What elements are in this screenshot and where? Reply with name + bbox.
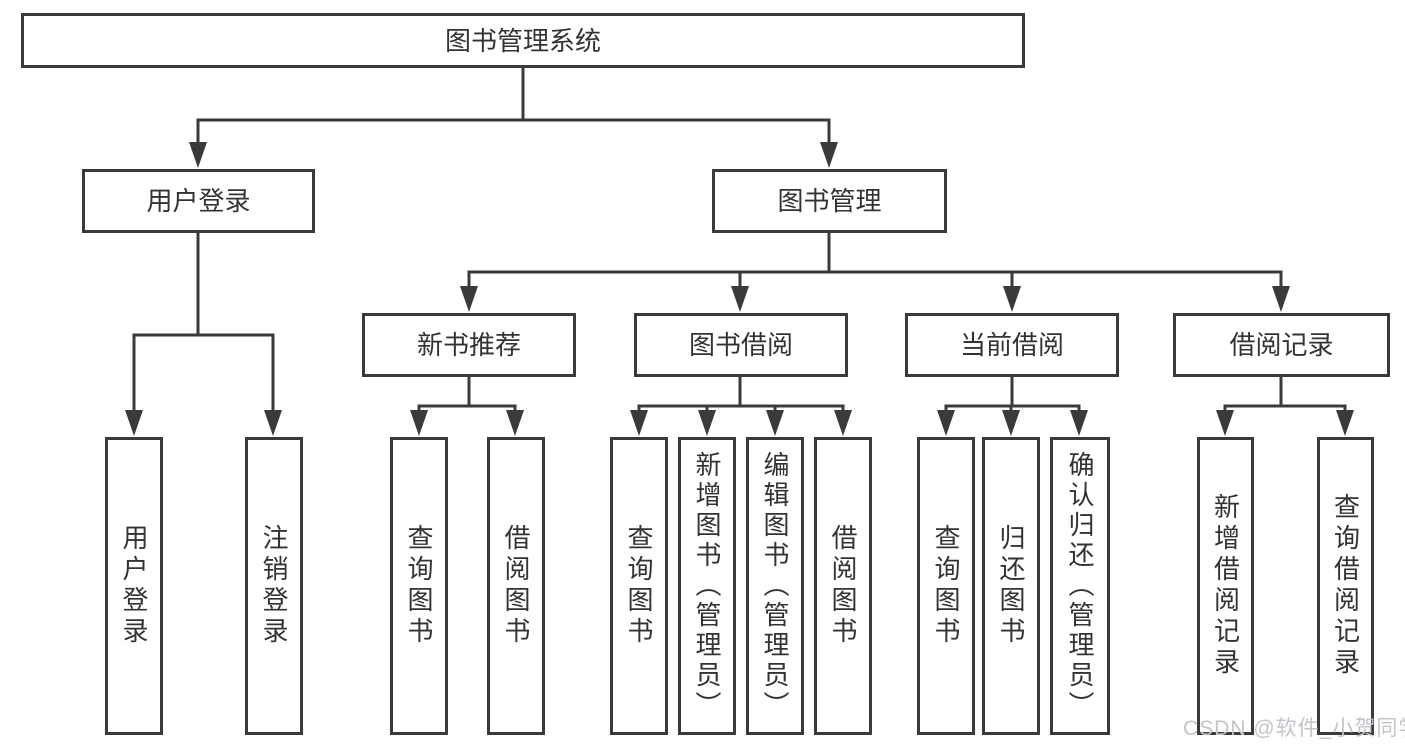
node-current-borrow: 当前借阅 <box>905 313 1119 377</box>
arrow-down-icon <box>410 410 428 436</box>
leaf-label: 确认归还（管理员） <box>1065 451 1095 721</box>
connector-line <box>417 375 517 418</box>
leaf-label: 新增图书（管理员） <box>692 451 722 721</box>
node-label: 图书管理 <box>777 186 882 216</box>
leaf-label: 查询图书 <box>931 524 961 648</box>
leaf-label: 查询图书 <box>404 524 434 648</box>
arrow-down-icon <box>460 286 478 312</box>
arrow-down-icon <box>937 410 955 436</box>
node-book-borrow: 图书借阅 <box>634 313 848 377</box>
arrow-down-icon <box>630 410 648 436</box>
leaf-borrow-books-recommend: 借阅图书 <box>487 437 545 735</box>
leaf-add-borrow-record: 新增借阅记录 <box>1197 437 1254 735</box>
node-label: 新书推荐 <box>416 330 521 360</box>
leaf-query-borrow-record: 查询借阅记录 <box>1317 437 1374 735</box>
node-user-login: 用户登录 <box>82 169 315 233</box>
leaf-query-books-recommend: 查询图书 <box>390 437 448 735</box>
csdn-watermark: CSDN @软件_小贺同学 <box>1183 717 1405 740</box>
node-label: 当前借阅 <box>959 330 1064 360</box>
arrow-down-icon <box>1002 410 1020 436</box>
arrow-down-icon <box>125 410 143 436</box>
arrow-down-icon <box>834 410 852 436</box>
leaf-label: 借阅图书 <box>501 524 531 648</box>
node-new-book-recommend: 新书推荐 <box>362 313 576 377</box>
connector-line <box>944 375 1081 418</box>
leaf-logout: 注销登录 <box>245 437 303 735</box>
arrow-down-icon <box>1003 286 1021 312</box>
leaf-label: 查询借阅记录 <box>1330 493 1361 679</box>
arrow-down-icon <box>698 410 716 436</box>
arrow-down-icon <box>1070 410 1088 436</box>
leaf-add-books-admin: 新增图书（管理员） <box>678 437 736 735</box>
connector-line <box>467 231 1283 294</box>
leaf-label: 新增借阅记录 <box>1210 493 1241 679</box>
leaf-label: 用户登录 <box>119 524 149 648</box>
leaf-label: 编辑图书（管理员） <box>760 451 790 721</box>
arrow-down-icon <box>1336 410 1354 436</box>
arrow-down-icon <box>731 286 749 312</box>
node-label: 借阅记录 <box>1229 330 1334 360</box>
leaf-query-books-current: 查询图书 <box>917 437 975 735</box>
arrow-down-icon <box>766 410 784 436</box>
leaf-label: 归还图书 <box>996 524 1026 648</box>
arrow-down-icon <box>506 410 524 436</box>
leaf-borrow-books: 借阅图书 <box>814 437 872 735</box>
node-label: 图书借阅 <box>688 330 793 360</box>
arrow-down-icon <box>1216 410 1234 436</box>
node-label: 用户登录 <box>146 186 251 216</box>
leaf-user-login: 用户登录 <box>105 437 163 735</box>
leaf-label: 查询图书 <box>624 524 654 648</box>
node-book-management: 图书管理 <box>712 169 947 233</box>
node-library-management-system: 图书管理系统 <box>21 13 1025 68</box>
leaf-query-books-borrow: 查询图书 <box>610 437 668 735</box>
arrow-down-icon <box>264 410 282 436</box>
arrow-down-icon <box>1272 286 1290 312</box>
node-borrow-records: 借阅记录 <box>1173 313 1390 377</box>
leaf-confirm-return-admin: 确认归还（管理员） <box>1050 437 1110 735</box>
connector-line <box>196 66 831 150</box>
connector-line <box>132 231 275 418</box>
arrow-down-icon <box>820 142 838 168</box>
node-label: 图书管理系统 <box>444 25 601 56</box>
connector-line <box>1223 375 1347 418</box>
leaf-label: 借阅图书 <box>828 524 858 648</box>
leaf-label: 注销登录 <box>259 524 289 648</box>
leaf-edit-books-admin: 编辑图书（管理员） <box>746 437 804 735</box>
connector-line <box>637 375 845 418</box>
arrow-down-icon <box>189 142 207 168</box>
leaf-return-books: 归还图书 <box>982 437 1040 735</box>
